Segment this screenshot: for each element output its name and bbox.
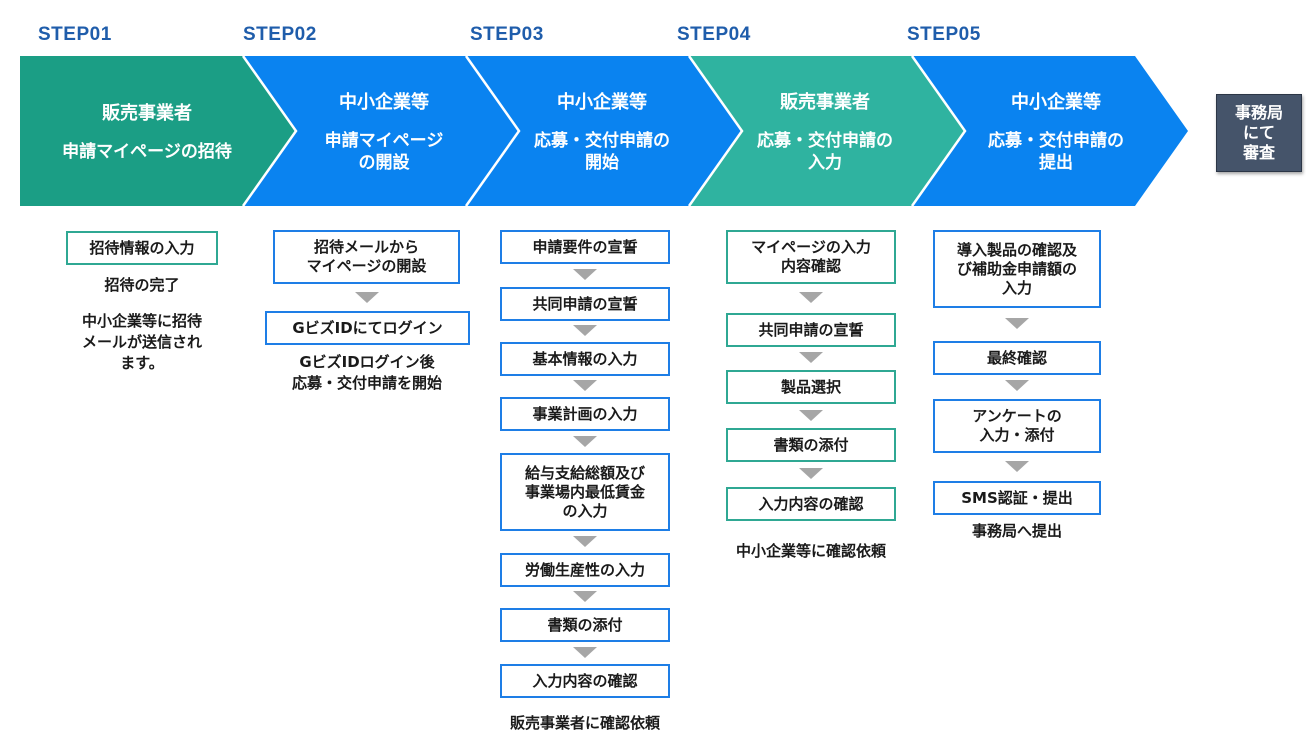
step3-box-4: 事業計画の入力: [500, 397, 670, 431]
step4-box-1: マイページの入力 内容確認: [726, 230, 896, 284]
step4-box-2: 共同申請の宣誓: [726, 313, 896, 347]
step5-box-1: 導入製品の確認及 び補助金申請額の 入力: [933, 230, 1101, 308]
step-actor: 中小企業等: [339, 92, 429, 113]
step3-box-7: 書類の添付: [500, 608, 670, 642]
chevron-step-5: [912, 56, 1188, 206]
flow-arrow: [799, 410, 823, 421]
chevron-step-2: [243, 56, 519, 206]
flow-arrow: [573, 380, 597, 391]
flow-arrow: [1005, 461, 1029, 472]
step3-box-6: 労働生産性の入力: [500, 553, 670, 587]
step-action: 申請マイページ の開設: [324, 131, 444, 173]
step4-box-5: 入力内容の確認: [726, 487, 896, 521]
review-box: 事務局 にて 審査: [1216, 94, 1302, 172]
step1-note-email: 中小企業等に招待 メールが送信され ます。: [81, 312, 202, 372]
flow-arrow: [573, 647, 597, 658]
step2-note: GビズIDログイン後 応募・交付申請を開始: [291, 353, 442, 392]
flow-arrow: [573, 591, 597, 602]
step-actor: 販売事業者: [780, 92, 870, 113]
chevron-step-4: [689, 56, 965, 206]
step3-box-1: 申請要件の宣誓: [500, 230, 670, 264]
step2-box-1: 招待メールから マイページの開設: [273, 230, 460, 284]
flow-arrow: [573, 325, 597, 336]
step3-box-3: 基本情報の入力: [500, 342, 670, 376]
chevron-text-4: 販売事業者 応募・交付申請の 入力: [730, 56, 920, 206]
step-label-1: STEP01: [38, 24, 112, 45]
step-action: 応募・交付申請の 入力: [757, 131, 893, 173]
step-actor: 中小企業等: [1011, 92, 1101, 113]
step5-box-2: 最終確認: [933, 341, 1101, 375]
flow-arrow: [799, 292, 823, 303]
process-chevrons: [20, 55, 1188, 207]
step3-box-8: 入力内容の確認: [500, 664, 670, 698]
step4-box-4: 書類の添付: [726, 428, 896, 462]
step5-note: 事務局へ提出: [971, 522, 1062, 540]
step3-box-2: 共同申請の宣誓: [500, 287, 670, 321]
step5-box-3: アンケートの 入力・添付: [933, 399, 1101, 453]
chevron-step-1: [20, 56, 296, 206]
flow-arrow: [573, 436, 597, 447]
step5-box-4: SMS認証・提出: [933, 481, 1101, 515]
flow-arrow: [799, 468, 823, 479]
step-label-4: STEP04: [677, 24, 751, 45]
step-action: 申請マイページの招待: [62, 142, 232, 162]
step4-box-3: 製品選択: [726, 370, 896, 404]
chevron-text-1: 販売事業者 申請マイページの招待: [32, 56, 262, 206]
step-label-5: STEP05: [907, 24, 981, 45]
flow-arrow: [1005, 318, 1029, 329]
flow-arrow: [1005, 380, 1029, 391]
step-action: 応募・交付申請の 開始: [534, 131, 670, 173]
step-action: 応募・交付申請の 提出: [988, 131, 1124, 173]
step-actor: 中小企業等: [557, 92, 647, 113]
chevron-text-2: 中小企業等 申請マイページ の開設: [284, 56, 484, 206]
flow-arrow: [573, 536, 597, 547]
chevron-text-5: 中小企業等 応募・交付申請の 提出: [958, 56, 1154, 206]
chevron-step-3: [466, 56, 742, 206]
flow-arrow: [799, 352, 823, 363]
chevron-text-3: 中小企業等 応募・交付申請の 開始: [507, 56, 697, 206]
flow-arrow: [573, 269, 597, 280]
step3-note: 販売事業者に確認依頼: [509, 714, 660, 732]
step-actor: 販売事業者: [102, 103, 192, 124]
step3-box-5: 給与支給総額及び 事業場内最低賃金 の入力: [500, 453, 670, 531]
step-label-2: STEP02: [243, 24, 317, 45]
step1-note-complete: 招待の完了: [104, 276, 180, 294]
step-label-3: STEP03: [470, 24, 544, 45]
step2-box-2: GビズIDにてログイン: [265, 311, 470, 345]
step1-box: 招待情報の入力: [66, 231, 218, 265]
step4-note: 中小企業等に確認依頼: [735, 542, 886, 560]
flow-arrow: [355, 292, 379, 303]
